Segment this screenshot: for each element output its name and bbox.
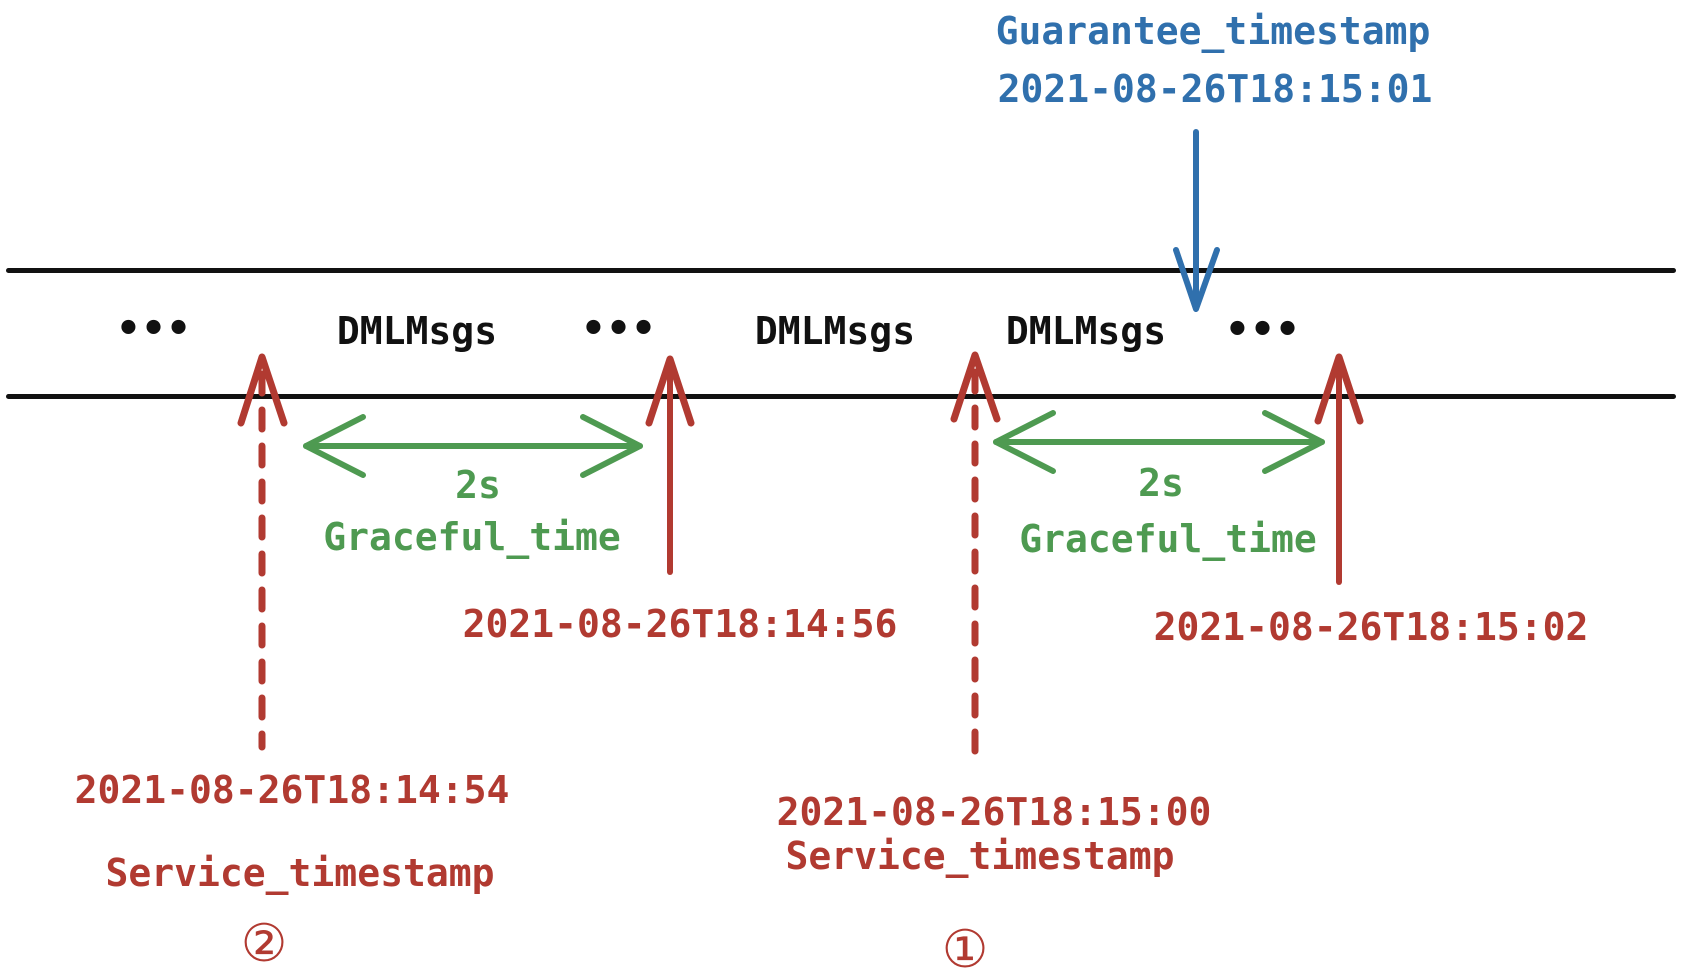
ellipsis-dots: ••• [1225,307,1301,353]
guarantee-arrow [1173,129,1220,312]
event-marker-1: ① [941,920,989,972]
ellipsis-dots: ••• [581,306,657,352]
graceful-duration-label: 2s [1138,461,1184,505]
event-timestamp: 2021-08-26T18:14:54 [74,768,510,812]
graceful-time-label: Graceful_time [323,515,621,559]
service-timestamp-label: Service_timestamp [105,851,495,895]
dml-msgs-label: DMLMsgs [754,309,916,353]
guarantee-timestamp-value: 2021-08-26T18:15:01 [997,67,1433,111]
event-timestamp: 2021-08-26T18:14:56 [462,602,898,646]
ellipsis-dots: ••• [116,306,192,352]
service-timestamp-label: Service_timestamp [785,834,1175,878]
guarantee-timestamp-label: Guarantee_timestamp [995,9,1431,53]
event-marker-2: ② [240,914,288,972]
dml-msgs-label: DMLMsgs [336,309,498,353]
event-arrow-1456 [645,355,695,575]
graceful-time-label: Graceful_time [1019,517,1317,561]
graceful-duration-label: 2s [455,463,501,507]
event-arrow-service-1 [950,351,1001,768]
timeline-upper-line [6,268,1676,273]
event-arrow-1502 [1314,353,1364,585]
event-timestamp: 2021-08-26T18:15:00 [776,790,1212,834]
event-timestamp: 2021-08-26T18:15:02 [1153,605,1589,649]
event-arrow-service-2 [237,353,288,751]
timeline-lower-line [6,394,1676,399]
dml-msgs-label: DMLMsgs [1005,309,1167,353]
